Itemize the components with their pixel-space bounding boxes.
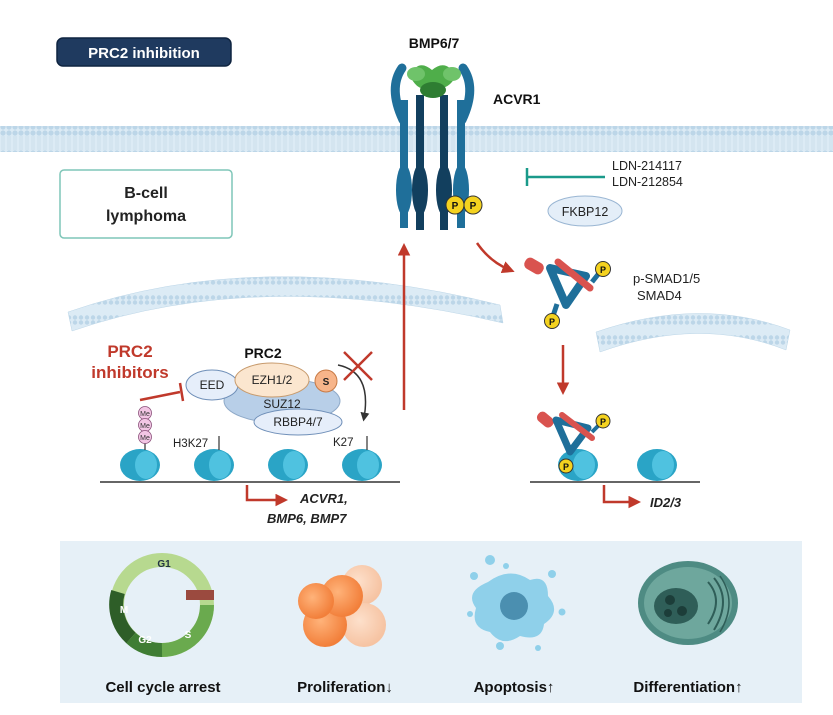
fkbp12: FKBP12 bbox=[547, 195, 623, 227]
proliferation-cells-icon bbox=[298, 565, 386, 647]
outcome-label: Cell cycle arrest bbox=[105, 679, 220, 696]
svg-text:S: S bbox=[323, 377, 330, 388]
acvr1-receptor-complex bbox=[390, 63, 475, 230]
s-adenosyl bbox=[314, 369, 338, 393]
svg-text:P: P bbox=[600, 265, 606, 275]
svg-text:G2: G2 bbox=[138, 635, 152, 646]
nucleosome bbox=[194, 449, 234, 481]
receptor-phospho: P P bbox=[445, 195, 483, 215]
svg-text:P: P bbox=[549, 317, 555, 327]
svg-text:P: P bbox=[470, 201, 477, 212]
svg-text:RBBP4/7: RBBP4/7 bbox=[273, 415, 323, 429]
svg-text:P: P bbox=[600, 417, 606, 427]
svg-text:Me: Me bbox=[140, 411, 150, 418]
receptor-to-smad-arrow bbox=[475, 242, 515, 274]
prc2-inhibitors-label-1: PRC2 bbox=[107, 342, 152, 361]
blocked-methylation-arrow bbox=[337, 351, 373, 422]
svg-text:EZH1/2: EZH1/2 bbox=[252, 373, 293, 387]
nucleosome bbox=[637, 449, 677, 481]
svg-text:S: S bbox=[185, 630, 192, 641]
svg-text:lymphoma: lymphoma bbox=[106, 208, 186, 225]
apoptosis-cell-icon bbox=[467, 555, 566, 651]
nucleosome bbox=[268, 449, 308, 481]
smad-label-2: SMAD4 bbox=[637, 288, 682, 303]
transcription-arrow-right bbox=[602, 485, 641, 509]
methyl-marks: Me Me Me bbox=[138, 406, 152, 444]
ezh-subunit bbox=[234, 362, 310, 398]
k27-label: K27 bbox=[333, 437, 353, 449]
svg-text:Me: Me bbox=[140, 435, 150, 442]
drug-label-1: LDN-214117 bbox=[612, 159, 682, 173]
h3k27-label: H3K27 bbox=[173, 438, 208, 450]
target-genes-left-2: BMP6, BMP7 bbox=[267, 511, 347, 526]
prc2-inhibition-bar bbox=[139, 382, 185, 402]
ligand-label: BMP6/7 bbox=[409, 35, 460, 51]
nuclear-membrane-left bbox=[67, 276, 504, 332]
disease-box: B-cell lymphoma bbox=[59, 169, 233, 239]
arrest-block bbox=[186, 590, 214, 600]
svg-text:FKBP12: FKBP12 bbox=[562, 205, 609, 219]
svg-text:M: M bbox=[120, 605, 128, 616]
title-badge-text: PRC2 inhibition bbox=[88, 45, 200, 62]
prc2-inhibitors-label-2: inhibitors bbox=[91, 363, 168, 382]
title-badge: PRC2 inhibition bbox=[56, 37, 232, 67]
cell-cycle-ring: G1 S G2 M bbox=[109, 553, 214, 658]
smad-label-1: p-SMAD1/5 bbox=[633, 271, 700, 286]
outcome-label: Proliferation↓ bbox=[297, 679, 393, 696]
nucleosome bbox=[120, 449, 160, 481]
bmp-ligand bbox=[407, 65, 461, 98]
prc2-title: PRC2 bbox=[244, 345, 282, 361]
outcome-label: Apoptosis↑ bbox=[474, 679, 555, 696]
smad-complex-nucleus: P P bbox=[536, 411, 611, 474]
svg-text:EED: EED bbox=[200, 378, 225, 392]
acvr1-inhibitor-line bbox=[525, 168, 605, 186]
nuclear-membrane-right bbox=[595, 313, 791, 353]
receptor-label: ACVR1 bbox=[493, 91, 541, 107]
prc2-complex: EED EZH1/2 S SUZ12 RBBP4/7 bbox=[185, 362, 343, 436]
drug-label-2: LDN-212854 bbox=[612, 175, 683, 189]
svg-text:P: P bbox=[563, 462, 569, 472]
differentiation-cell-icon bbox=[638, 561, 738, 645]
svg-text:G1: G1 bbox=[157, 559, 171, 570]
target-genes-right: ID2/3 bbox=[650, 495, 682, 510]
svg-text:Me: Me bbox=[140, 423, 150, 430]
smad-complex-cytoplasm: P P bbox=[524, 257, 611, 329]
rbbp-subunit bbox=[253, 408, 343, 436]
transcription-arrow-left bbox=[245, 485, 288, 507]
nucleosome bbox=[342, 449, 382, 481]
target-genes-left-1: ACVR1, bbox=[299, 491, 348, 506]
outcome-label: Differentiation↑ bbox=[633, 679, 742, 696]
svg-text:SUZ12: SUZ12 bbox=[263, 397, 301, 411]
svg-text:B-cell: B-cell bbox=[124, 185, 168, 202]
svg-text:P: P bbox=[452, 201, 459, 212]
